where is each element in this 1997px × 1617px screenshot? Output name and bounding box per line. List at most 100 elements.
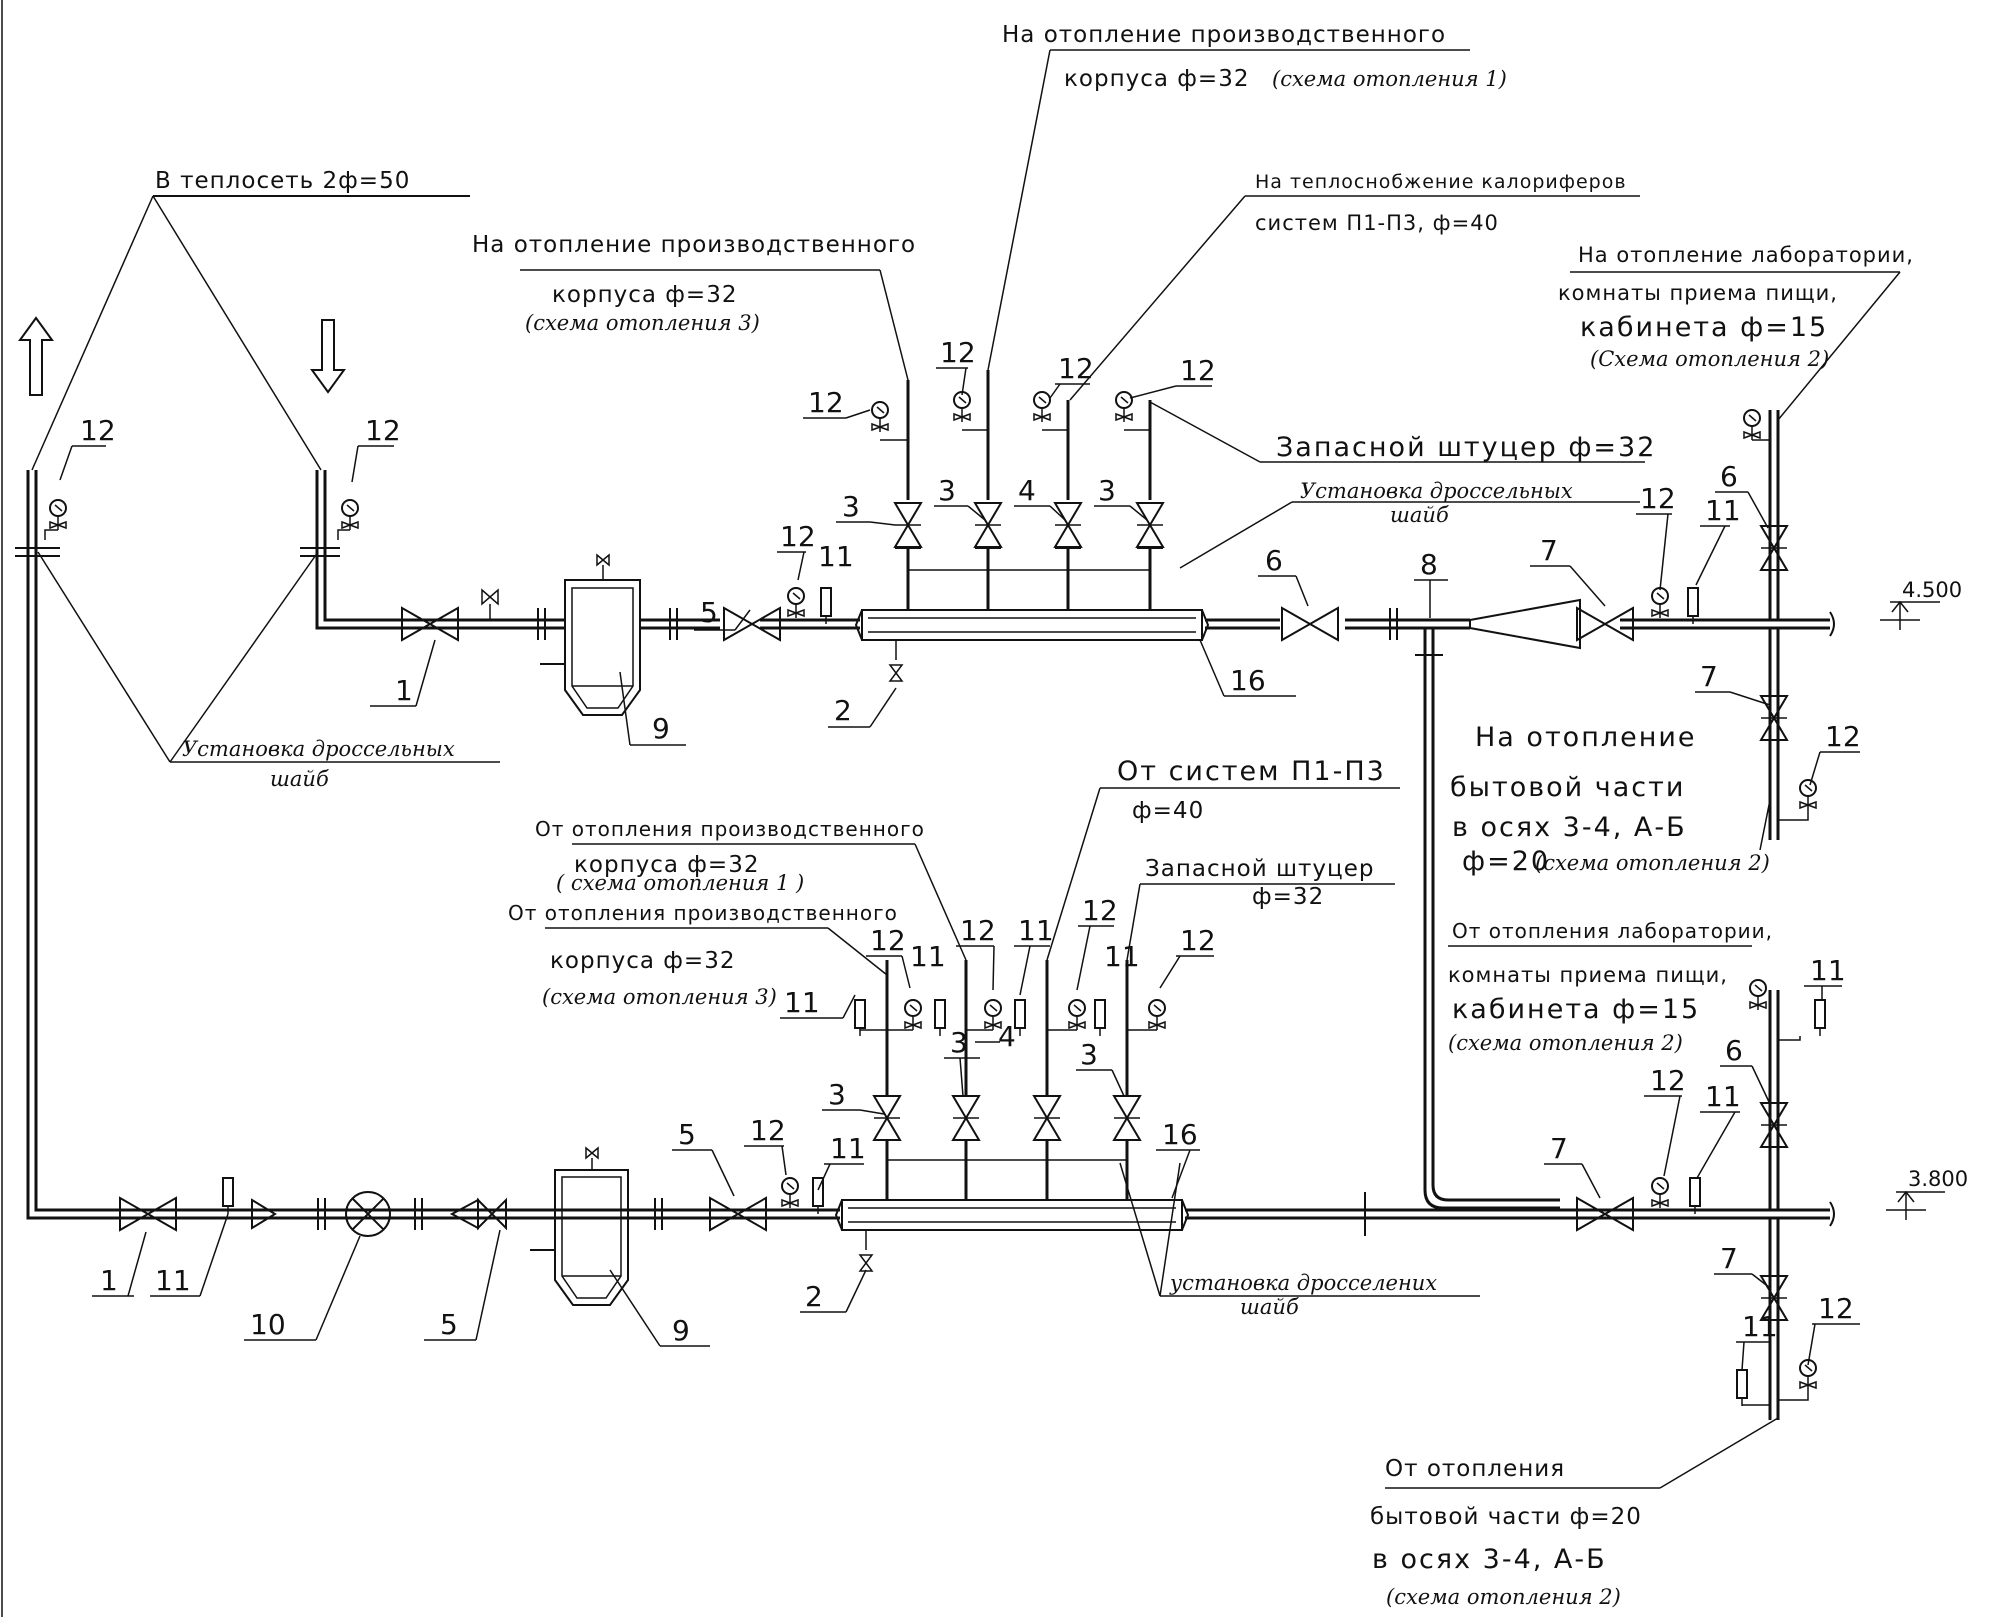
svg-text:10: 10 — [250, 1308, 286, 1341]
label-bottom-lab-l2: комнаты приема пищи, — [1448, 963, 1728, 987]
label-bottom-prod3-l2: корпуса ф=32 — [550, 948, 735, 974]
label-calor-l1: На теплоснобжение калориферов — [1255, 171, 1627, 193]
label-bottom-dom-l4: (схема отопления 2) — [1386, 1585, 1621, 1609]
valve-5-bottom — [709, 1197, 767, 1231]
svg-text:7: 7 — [1540, 534, 1558, 567]
label-top-prod3-l3: (схема отопления 3) — [525, 311, 760, 335]
svg-text:3: 3 — [1098, 474, 1116, 507]
level-4500: 4.500 — [1902, 578, 1962, 602]
label-top-prod1-l2b: (схема отопления 1) — [1272, 67, 1507, 91]
label-dom-l2: бытовой части — [1450, 772, 1685, 803]
valve-6-right-bottom — [1760, 1102, 1788, 1148]
label-dom-l4: ф=20 — [1462, 846, 1550, 877]
bottom-main-pipe — [125, 1192, 1835, 1236]
gauge-bottom-main — [781, 1177, 799, 1209]
gauge-top-right — [1651, 587, 1669, 619]
svg-text:3: 3 — [938, 474, 956, 507]
svg-text:7: 7 — [1550, 1132, 1568, 1165]
label-bottom-dom-l2: бытовой части ф=20 — [1370, 1504, 1642, 1530]
top-branches — [895, 370, 1163, 610]
svg-text:7: 7 — [1720, 1242, 1738, 1275]
svg-text:12: 12 — [750, 1114, 786, 1147]
svg-text:3: 3 — [842, 490, 860, 523]
strainer-bottom — [449, 1198, 479, 1230]
svg-text:11: 11 — [830, 1132, 866, 1165]
label-throttle-left-1: Установка дроссельных — [182, 737, 455, 761]
gauge-right-bottom-top — [1749, 979, 1767, 1011]
bottom-branches — [860, 960, 1140, 1200]
svg-text:9: 9 — [652, 712, 670, 745]
label-top-prod1-l1: На отопление производственного — [1002, 22, 1446, 48]
svg-text:12: 12 — [1650, 1064, 1686, 1097]
top-main-pipe — [400, 611, 1835, 637]
svg-text:6: 6 — [1725, 1034, 1743, 1067]
label-dom-l3: в осях 3-4, А-Б — [1452, 812, 1687, 843]
label-bottom-lab-l1: От отопления лаборатории, — [1452, 919, 1773, 943]
label-heat-net: В теплосеть 2ф=50 — [155, 168, 410, 194]
collector-header-bottom — [834, 1199, 1190, 1272]
check-valve-bottom — [251, 1198, 277, 1230]
label-bottom-prod1-l2: корпуса ф=32 — [574, 852, 759, 878]
distributor-header-top — [854, 609, 1210, 682]
label-bottom-spare-l2: ф=32 — [1252, 884, 1324, 910]
svg-text:12: 12 — [1640, 482, 1676, 515]
svg-text:12: 12 — [1818, 1292, 1854, 1325]
top-vent — [481, 588, 499, 620]
bypass-pipe — [1415, 628, 1560, 1210]
return-arrow-down — [310, 319, 346, 394]
gauge-top-main — [787, 587, 805, 619]
valve-6-right-top — [1760, 525, 1788, 571]
bottom-position-numbers: 1 11 10 5 9 5 12 11 2 3 16 11 12 11 12 3… — [92, 894, 1860, 1371]
gauge-right-top — [1743, 409, 1761, 441]
svg-text:16: 16 — [1230, 664, 1266, 697]
svg-text:2: 2 — [805, 1280, 823, 1313]
svg-text:11: 11 — [784, 986, 820, 1019]
svg-text:11: 11 — [1705, 1080, 1741, 1113]
svg-text:12: 12 — [960, 914, 996, 947]
label-throttle-mid-1: Установка дроссельных — [1300, 479, 1573, 503]
svg-text:12: 12 — [870, 924, 906, 957]
valve-3-bottom-c — [1113, 1095, 1141, 1141]
label-bottom-lab-l3: кабинета ф=15 — [1452, 994, 1700, 1025]
bottom-branch-instruments — [854, 999, 1166, 1043]
svg-text:6: 6 — [1265, 544, 1283, 577]
svg-text:9: 9 — [672, 1314, 690, 1347]
pos-12-a: 12 — [80, 414, 116, 447]
svg-text:12: 12 — [808, 386, 844, 419]
svg-text:7: 7 — [1700, 660, 1718, 693]
thermo-right-bottom-low — [1736, 1369, 1748, 1407]
svg-text:12: 12 — [1058, 352, 1094, 385]
svg-text:3: 3 — [950, 1026, 968, 1059]
label-bottom-throttle-1: установка дросселених — [1169, 1271, 1437, 1295]
label-dom-l1: На отопление — [1475, 722, 1697, 753]
svg-text:6: 6 — [1720, 460, 1738, 493]
svg-text:12: 12 — [780, 520, 816, 553]
svg-text:12: 12 — [1180, 354, 1216, 387]
svg-text:2: 2 — [834, 694, 852, 727]
label-top-prod3-l1: На отопление производственного — [472, 232, 916, 258]
valve-3-bottom-b — [952, 1095, 980, 1141]
label-bottom-throttle-2: шайб — [1240, 1295, 1299, 1319]
label-bottom-prod1-l1: От отопления производственного — [535, 817, 925, 841]
svg-text:1: 1 — [395, 674, 413, 707]
mud-separator-bottom — [530, 1146, 629, 1306]
svg-text:3: 3 — [1080, 1038, 1098, 1071]
valve-5-top — [723, 607, 781, 641]
svg-text:1: 1 — [100, 1264, 118, 1297]
right-riser-bottom — [1768, 990, 1780, 1420]
svg-text:12: 12 — [1082, 894, 1118, 927]
svg-text:11: 11 — [910, 940, 946, 973]
svg-text:5: 5 — [440, 1308, 458, 1341]
valve-3-top-c — [1136, 502, 1164, 548]
right-riser-top — [1768, 410, 1780, 840]
gauge-bottom-right — [1651, 1177, 1669, 1209]
label-bottom-sys-l2: ф=40 — [1132, 798, 1204, 824]
svg-text:5: 5 — [700, 596, 718, 629]
label-lab-l4: (Схема отопления 2) — [1590, 347, 1829, 371]
level-mark-bottom — [1886, 1190, 1945, 1220]
label-lab-l2: комнаты приема пищи, — [1558, 281, 1838, 305]
label-bottom-dom-l3: в осях 3-4, А-Б — [1372, 1544, 1607, 1575]
valve-4-bottom — [1033, 1095, 1061, 1141]
label-dom-l4b: (схема отопления 2) — [1535, 851, 1770, 875]
svg-text:12: 12 — [940, 336, 976, 369]
